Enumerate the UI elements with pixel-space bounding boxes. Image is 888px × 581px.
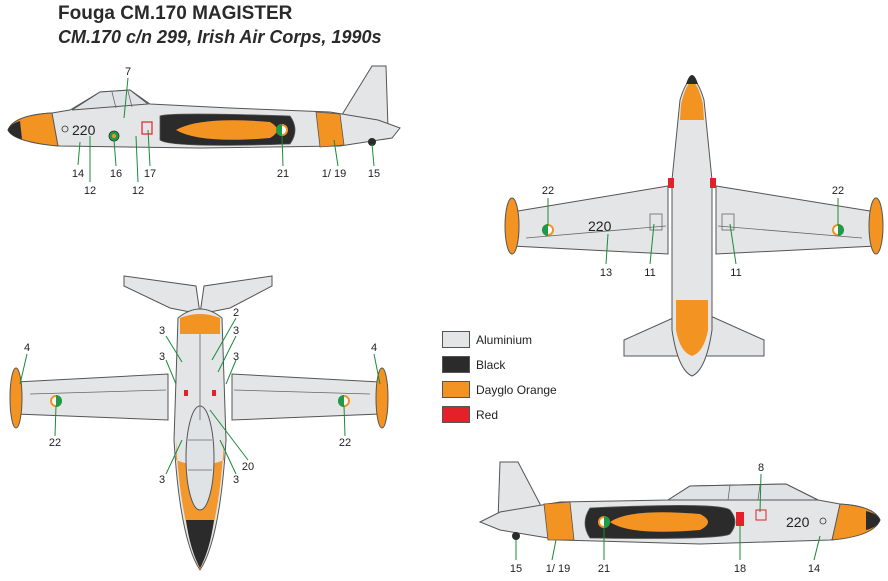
callout-label: 3 <box>233 474 239 486</box>
legend-item-aluminium: Aluminium <box>442 327 557 352</box>
callout-label: 2 <box>233 307 239 319</box>
left-side-serial: 220 <box>72 122 96 138</box>
callout-labels: 7 14 12 16 12 17 21 1/ 19 15 2 3 3 3 3 3… <box>24 66 844 575</box>
callout-label: 4 <box>371 342 377 354</box>
legend-label: Dayglo Orange <box>476 382 557 397</box>
callout-label: 14 <box>808 563 820 575</box>
legend-swatch <box>442 356 470 373</box>
left-side-red-mark <box>141 121 153 135</box>
callout-label: 1/ 19 <box>322 168 346 180</box>
callout-label: 22 <box>49 437 61 449</box>
top-view-right-wing <box>231 373 381 421</box>
legend-swatch <box>442 381 470 398</box>
bottom-view-left-roundel <box>542 224 554 236</box>
callout-label: 15 <box>368 168 380 180</box>
callout-label: 13 <box>600 267 612 279</box>
callout-label: 1/ 19 <box>546 563 570 575</box>
legend-swatch <box>442 331 470 348</box>
page-subtitle: CM.170 c/n 299, Irish Air Corps, 1990s <box>58 27 382 47</box>
legend-item-red: Red <box>442 402 557 427</box>
right-side-serial: 220 <box>786 514 810 530</box>
right-side-roundel <box>598 516 610 528</box>
bottom-view: 220 <box>504 75 884 377</box>
left-side-view: 220 <box>7 65 401 149</box>
top-view-left-roundel <box>50 395 62 407</box>
callout-label: 16 <box>110 168 122 180</box>
legend-item-black: Black <box>442 352 557 377</box>
callout-label: 11 <box>644 267 655 279</box>
top-view <box>9 275 389 571</box>
bottom-view-right-tiptank <box>868 197 884 255</box>
callout-label: 14 <box>72 168 84 180</box>
callout-label: 11 <box>730 267 741 279</box>
legend-item-dayglo-orange: Dayglo Orange <box>442 377 557 402</box>
top-view-left-tiptank <box>9 367 23 429</box>
bottom-view-right-roundel <box>832 224 844 236</box>
legend-swatch <box>442 406 470 423</box>
callout-label: 18 <box>734 563 746 575</box>
callout-label: 3 <box>159 351 165 363</box>
callout-label: 12 <box>132 185 144 197</box>
bottom-view-right-wing <box>715 185 877 255</box>
legend-label: Black <box>476 357 506 372</box>
callout-label: 7 <box>125 66 131 78</box>
callout-label: 17 <box>144 168 156 180</box>
callout-label: 21 <box>277 168 289 180</box>
callout-label: 15 <box>510 563 522 575</box>
top-view-left-wing <box>15 373 169 421</box>
top-view-tailplane <box>123 275 201 315</box>
right-side-canopy <box>666 483 819 501</box>
bottom-view-serial: 220 <box>588 218 612 234</box>
page-title: Fouga CM.170 MAGISTER <box>58 3 293 24</box>
callout-label: 3 <box>159 474 165 486</box>
callout-label: 22 <box>832 185 844 197</box>
callout-label: 21 <box>598 563 610 575</box>
callout-label: 3 <box>233 325 239 337</box>
left-side-roundel <box>276 124 288 136</box>
right-side-orange-flash <box>610 512 708 532</box>
callout-label: 12 <box>84 185 96 197</box>
bottom-view-left-tiptank <box>504 197 520 255</box>
left-side-tail-band <box>315 111 345 148</box>
left-side-orange-flash <box>176 120 277 140</box>
right-side-red-mark <box>736 512 744 526</box>
callout-label: 22 <box>542 185 554 197</box>
callout-label: 3 <box>233 351 239 363</box>
color-legend: Aluminium Black Dayglo Orange Red <box>442 327 557 427</box>
top-view-right-roundel <box>338 395 350 407</box>
leader-lines <box>19 77 839 561</box>
callout-label: 3 <box>159 325 165 337</box>
right-side-tail-band <box>543 501 575 541</box>
callout-label: 20 <box>242 461 254 473</box>
callout-label: 8 <box>758 462 764 474</box>
callout-label: 4 <box>24 342 30 354</box>
callout-label: 22 <box>339 437 351 449</box>
right-side-view: 220 <box>478 461 881 545</box>
legend-label: Red <box>476 407 499 422</box>
top-view-canopy <box>185 405 215 511</box>
top-view-right-tiptank <box>375 367 389 429</box>
legend-label: Aluminium <box>476 332 533 347</box>
